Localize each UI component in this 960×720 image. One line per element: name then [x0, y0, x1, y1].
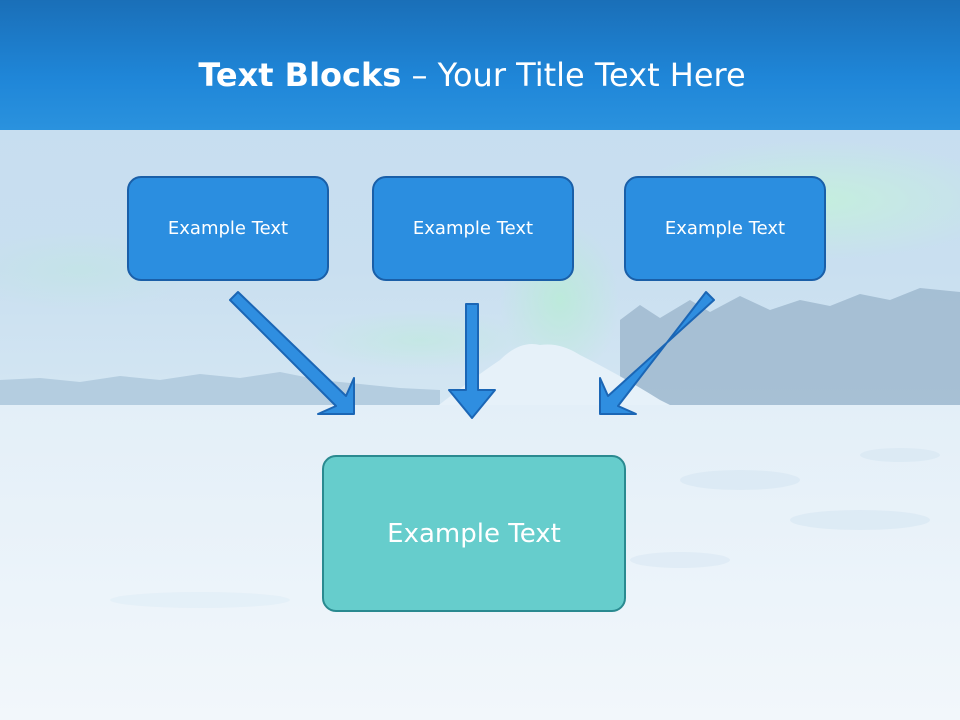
title-separator: – — [401, 56, 438, 94]
arrow-right — [599, 291, 715, 415]
text-block-top-left[interactable]: Example Text — [127, 176, 329, 281]
text-block-label: Example Text — [664, 218, 786, 239]
text-block-top-right[interactable]: Example Text — [624, 176, 826, 281]
text-block-label: Example Text — [387, 518, 561, 549]
title-bold: Text Blocks — [198, 56, 402, 94]
arrow-center — [448, 303, 496, 419]
text-block-label: Example Text — [412, 218, 534, 239]
arrow-left — [229, 291, 355, 415]
text-block-label: Example Text — [167, 218, 289, 239]
text-block-top-center[interactable]: Example Text — [372, 176, 574, 281]
text-block-bottom[interactable]: Example Text — [322, 455, 626, 612]
slide-title: Text Blocks – Your Title Text Here — [0, 52, 944, 98]
title-rest: Your Title Text Here — [437, 56, 746, 94]
